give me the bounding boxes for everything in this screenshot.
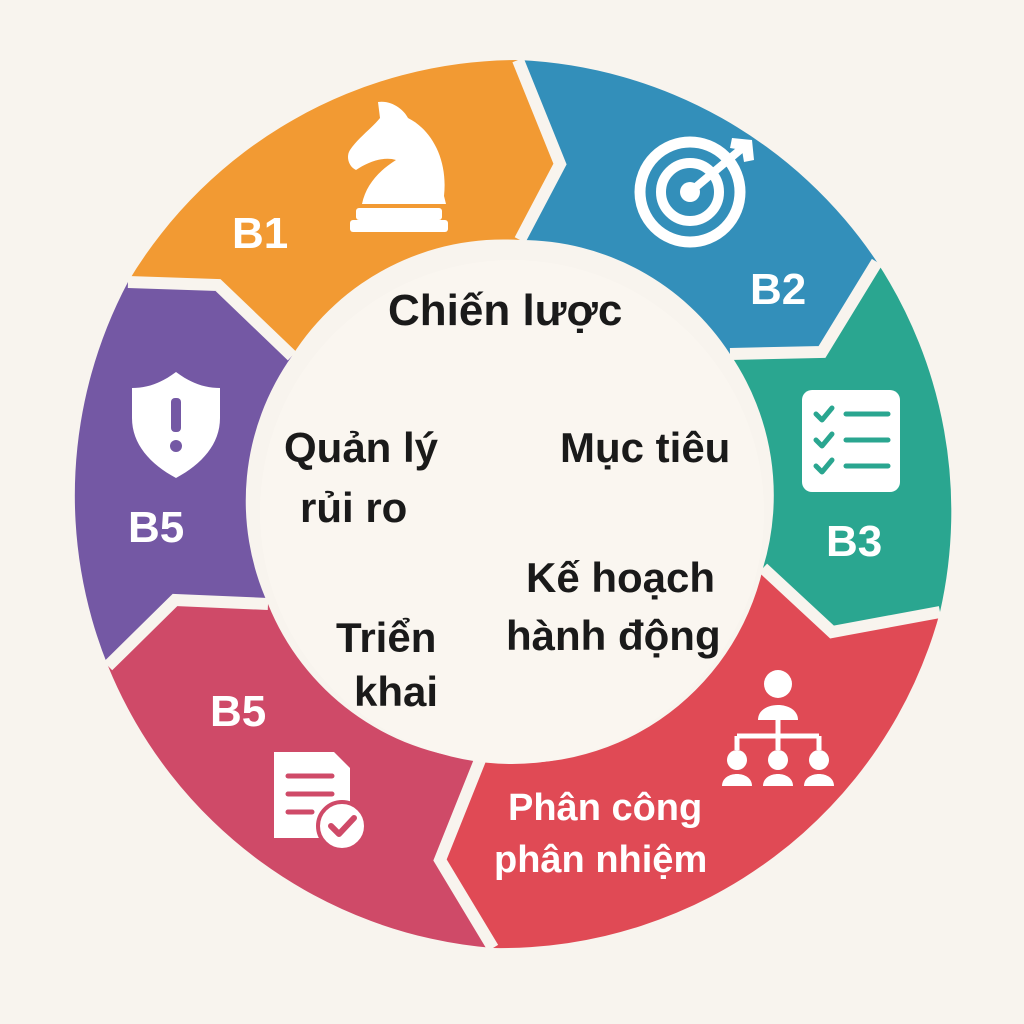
- center-risk-line1: Quản lý: [284, 424, 439, 471]
- org-chart-icon: [722, 670, 834, 786]
- segment-b5-risk: [74, 282, 292, 666]
- center-objective: Mục tiêu: [560, 424, 731, 471]
- document-check-icon: [274, 752, 368, 852]
- badge-b5-deploy: B5: [210, 687, 266, 736]
- badge-b5-risk: B5: [128, 503, 184, 552]
- badge-b3: B3: [826, 517, 882, 566]
- center-deploy-line1: Triển: [336, 614, 437, 661]
- target-arrow-icon: [634, 136, 754, 248]
- segment-b4: [440, 568, 940, 949]
- checklist-icon: [802, 390, 900, 492]
- shield-alert-icon: [132, 372, 220, 478]
- badge-b1: B1: [232, 209, 288, 258]
- assignment-line1: Phân công: [508, 787, 702, 829]
- center-plan-line2: hành động: [506, 612, 721, 659]
- center-plan-line1: Kế hoạch: [526, 554, 716, 601]
- center-risk-line2: rủi ro: [300, 484, 408, 531]
- chess-knight-icon: [348, 101, 448, 232]
- center-circle: [260, 260, 764, 764]
- segment-b2: [518, 60, 877, 354]
- segment-b1: [128, 60, 560, 356]
- center-strategy: Chiến lược: [388, 286, 623, 335]
- segment-gaps: [103, 57, 942, 952]
- center-deploy-line2: khai: [354, 668, 439, 715]
- badge-b2: B2: [750, 265, 806, 314]
- assignment-line2: phân nhiệm: [494, 839, 707, 881]
